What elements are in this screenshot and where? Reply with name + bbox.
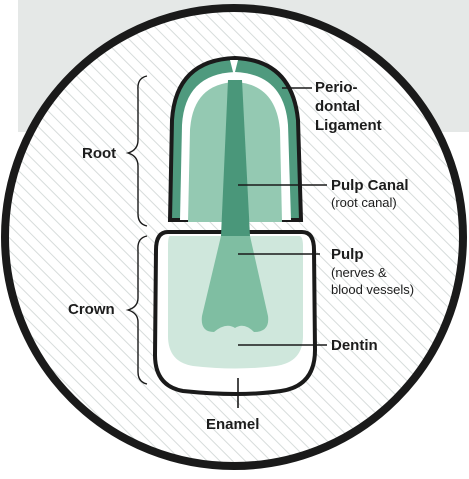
enamel-label: Enamel [206,416,259,433]
pulp-canal-note: (root canal) [331,195,397,210]
crown-label: Crown [68,301,115,318]
root-label: Root [82,145,116,162]
pulp-canal-label: Pulp Canal [331,177,409,194]
dentin-label: Dentin [331,337,378,354]
pulp-label: Pulp [331,246,364,263]
